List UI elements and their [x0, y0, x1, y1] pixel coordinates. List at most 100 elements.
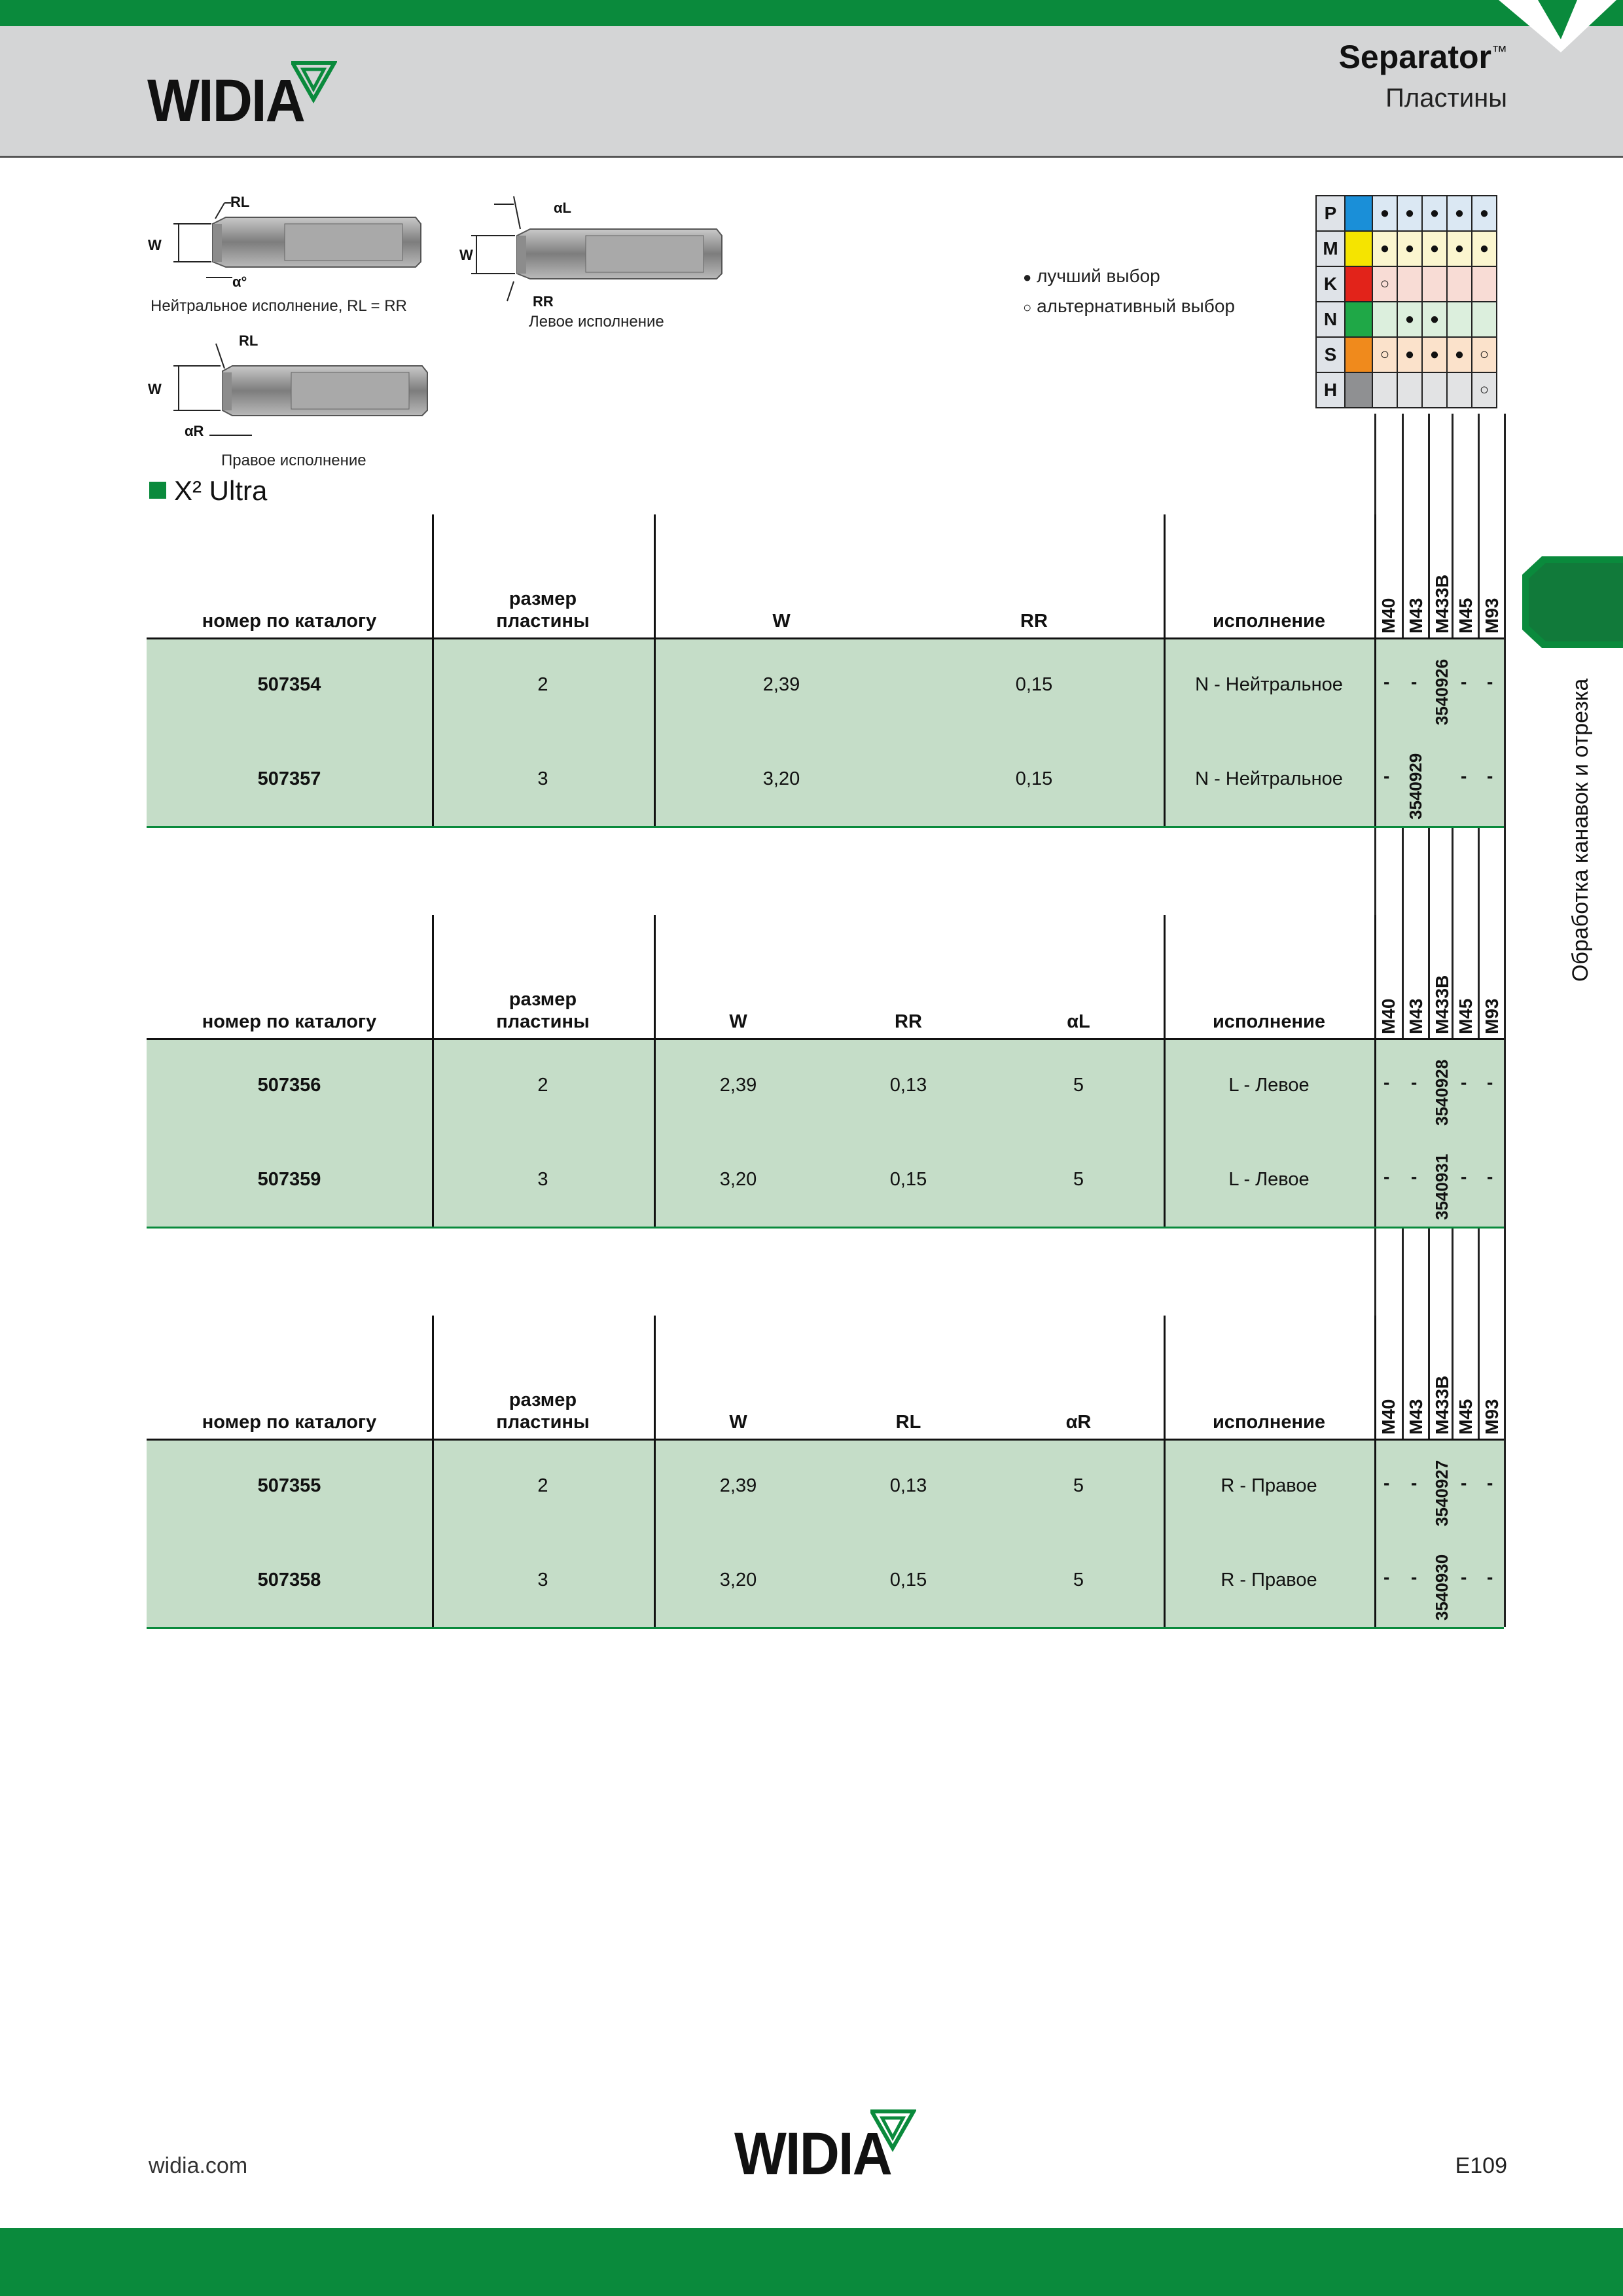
catalog-number[interactable]: 507357 — [257, 768, 321, 789]
dimension-value: 3,20 — [719, 1169, 757, 1190]
header-rr: RR — [895, 1011, 922, 1032]
table-column-rule — [654, 915, 656, 1227]
suitability-mark — [1397, 372, 1423, 408]
dim-label-rr: RR — [533, 293, 554, 310]
grade-dash: - — [1411, 1473, 1418, 1493]
grade-column-rule — [1452, 414, 1454, 1627]
grade-dash: - — [1411, 1166, 1418, 1187]
dim-label-alpha-r: αR — [185, 423, 204, 439]
grade-order-number[interactable]: 3540929 — [1406, 753, 1425, 819]
material-color-swatch — [1344, 195, 1373, 232]
material-row-k: K○ — [1315, 266, 1497, 302]
catalog-number[interactable]: 507356 — [257, 1075, 321, 1096]
footer-widia-logo-icon — [870, 2109, 916, 2153]
grade-order-number[interactable]: 3540931 — [1432, 1153, 1452, 1220]
suitability-mark — [1446, 301, 1472, 338]
suitability-mark — [1372, 301, 1398, 338]
table-column-rule — [654, 514, 656, 826]
suitability-mark: ● — [1421, 230, 1448, 267]
suitability-mark — [1471, 266, 1497, 302]
execution-value: L - Левое — [1228, 1075, 1310, 1096]
table-header-rule — [147, 1038, 1504, 1040]
suitability-mark — [1372, 372, 1398, 408]
table-bottom-rule — [147, 1227, 1504, 1229]
bottom-color-bar — [0, 2228, 1623, 2296]
suitability-mark: ○ — [1471, 372, 1497, 408]
legend-alternative: ○ альтернативный выбор — [1023, 296, 1235, 316]
grade-order-number[interactable]: 3540928 — [1432, 1059, 1452, 1126]
dimension-value: 0,15 — [1015, 674, 1053, 695]
grade-dash: - — [1383, 1567, 1390, 1587]
catalog-number[interactable]: 507359 — [257, 1169, 321, 1190]
insert-size: 3 — [537, 1570, 548, 1590]
dimension-value: 0,15 — [889, 1570, 927, 1590]
header-catalog: номер по каталогу — [202, 1412, 377, 1433]
catalog-number[interactable]: 507358 — [257, 1570, 321, 1590]
table-column-rule — [1164, 915, 1166, 1227]
grade-header: M433B — [1432, 574, 1452, 634]
grade-dash: - — [1487, 672, 1493, 692]
grade-dash: - — [1411, 672, 1418, 692]
insert-size: 3 — [537, 768, 548, 789]
material-row-n: N●● — [1315, 301, 1497, 338]
table-column-rule — [1374, 514, 1376, 826]
grade-header: M40 — [1378, 1399, 1399, 1435]
footer-logo-text: WIDIA — [734, 2121, 893, 2187]
header-execution: исполнение — [1212, 611, 1325, 632]
footer-url[interactable]: widia.com — [149, 2153, 248, 2178]
grade-header: M433B — [1432, 1375, 1452, 1435]
material-color-swatch — [1344, 266, 1373, 302]
grade-header: M45 — [1455, 598, 1476, 634]
grade-order-number[interactable]: 3540930 — [1432, 1554, 1452, 1621]
dimension-value: 3,20 — [719, 1570, 757, 1590]
material-letter: N — [1315, 301, 1346, 338]
suitability-mark — [1446, 266, 1472, 302]
grade-header: M40 — [1378, 598, 1399, 634]
dim-label-alpha-l: αL — [554, 200, 571, 216]
header-size-line2: пластины — [496, 1412, 590, 1433]
catalog-number[interactable]: 507354 — [257, 674, 321, 695]
header-rl: RL — [895, 1412, 921, 1433]
suitability-mark: ● — [1446, 195, 1472, 232]
table-column-rule — [432, 915, 434, 1227]
material-color-swatch — [1344, 372, 1373, 408]
suitability-mark: ● — [1397, 336, 1423, 373]
grade-column-rule — [1402, 414, 1404, 1627]
grade-dash: - — [1383, 1166, 1390, 1187]
dimension-value: 5 — [1073, 1475, 1084, 1496]
chapter-side-text: Обработка канавок и отрезка — [1568, 678, 1593, 982]
material-letter: M — [1315, 230, 1346, 267]
grade-dash: - — [1487, 766, 1493, 786]
suitability-mark — [1421, 266, 1448, 302]
material-color-swatch — [1344, 230, 1373, 267]
material-letter: P — [1315, 195, 1346, 232]
table-column-rule — [1164, 1316, 1166, 1627]
execution-value: R - Правое — [1221, 1570, 1317, 1590]
grade-dash: - — [1461, 1166, 1467, 1187]
dim-label-w-right: W — [148, 381, 162, 397]
dimension-value: 2,39 — [762, 674, 800, 695]
grade-order-number[interactable]: 3540926 — [1432, 658, 1452, 725]
execution-value: L - Левое — [1228, 1169, 1310, 1190]
suitability-mark: ● — [1446, 336, 1472, 373]
header-w: W — [729, 1011, 747, 1032]
insert-size: 2 — [537, 674, 548, 695]
grade-dash: - — [1487, 1166, 1493, 1187]
material-color-swatch — [1344, 336, 1373, 373]
catalog-number[interactable]: 507355 — [257, 1475, 321, 1496]
grade-header: M433B — [1432, 975, 1452, 1034]
grade-body-band — [1374, 1038, 1504, 1227]
header-rr: RR — [1020, 611, 1048, 632]
dim-label-rl-right: RL — [239, 332, 259, 349]
material-row-p: P●●●●● — [1315, 195, 1497, 232]
suitability-mark: ○ — [1471, 336, 1497, 373]
suitability-mark: ● — [1372, 230, 1398, 267]
grade-dash: - — [1411, 1072, 1418, 1092]
left-insert-drawing — [471, 196, 722, 302]
dim-label-w-left: W — [459, 247, 473, 263]
grade-order-number[interactable]: 3540927 — [1432, 1460, 1452, 1526]
dimension-value: 0,13 — [889, 1475, 927, 1496]
dimension-value: 0,15 — [889, 1169, 927, 1190]
suitability-mark — [1471, 301, 1497, 338]
